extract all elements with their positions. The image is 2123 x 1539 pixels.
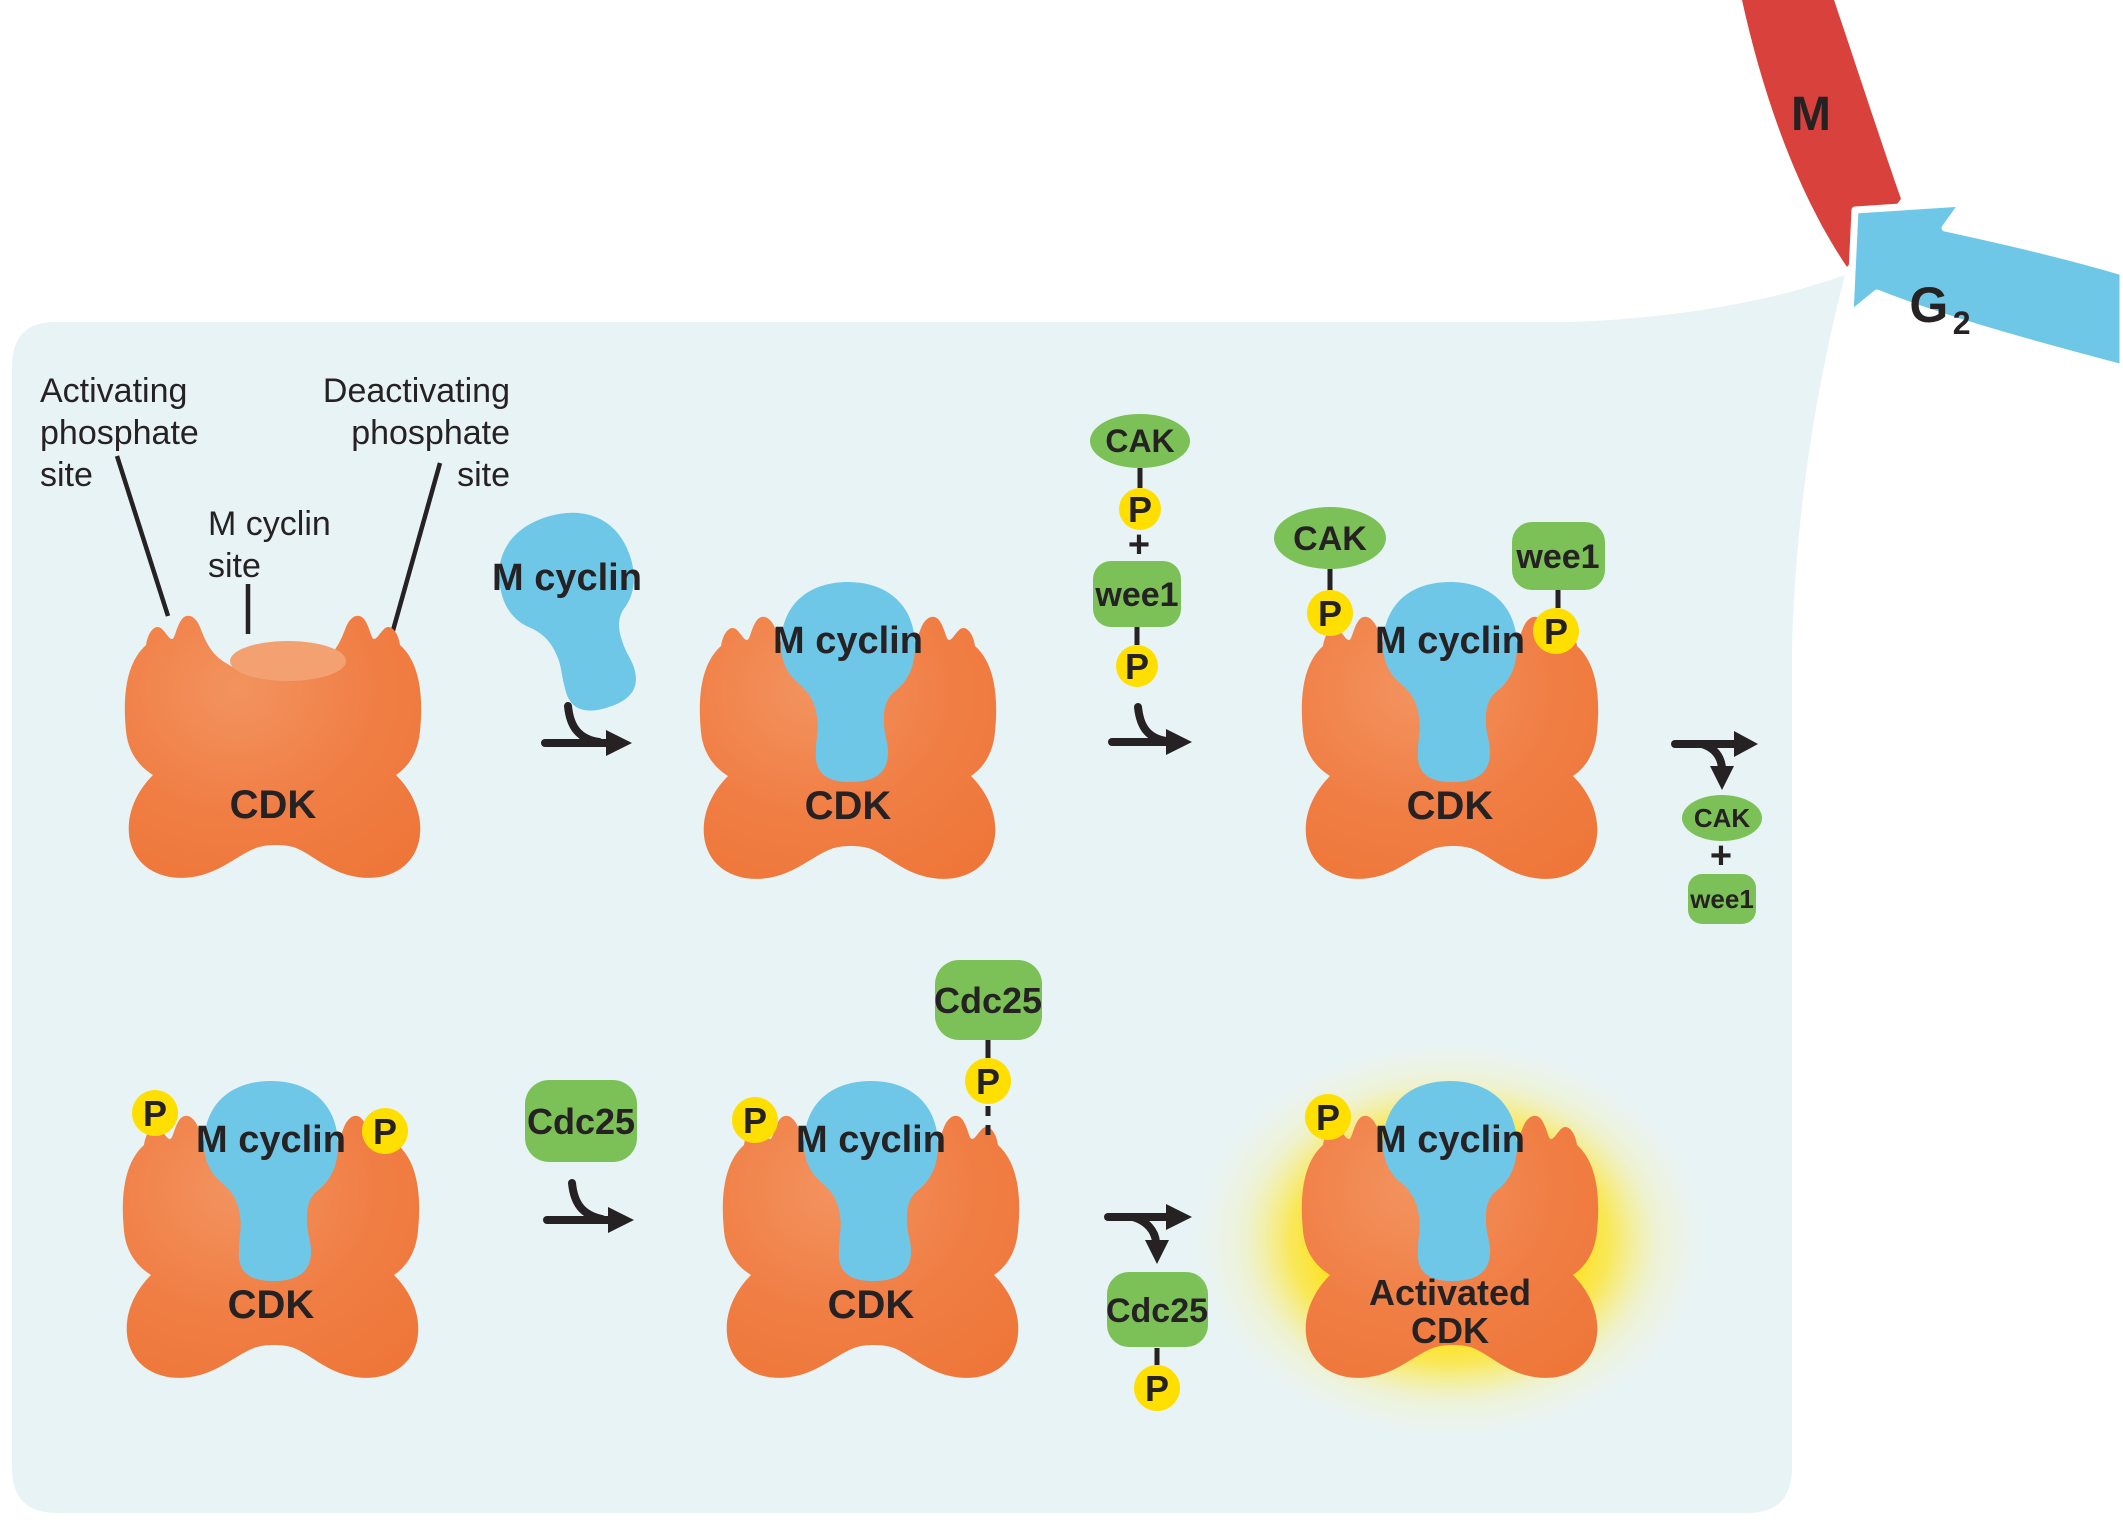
dephosphorylation-arrow — [543, 1179, 634, 1233]
phosphate-label: P — [1318, 593, 1342, 634]
cdc25-pill — [525, 1080, 637, 1162]
deactivating-leader-line — [389, 462, 443, 635]
released-cdc25-p: Cdc25 P — [1106, 1272, 1208, 1411]
phosphate-label: P — [1544, 611, 1568, 652]
cdc25-pill — [935, 960, 1042, 1040]
phosphate-badge — [1116, 645, 1158, 687]
phosphate-badge — [362, 1108, 408, 1154]
cak-pill — [1682, 795, 1762, 841]
cdc25-label: Cdc25 — [934, 980, 1042, 1021]
phosphorylation-arrow — [1108, 703, 1192, 755]
m-cyclin-label: M cyclin — [492, 557, 642, 599]
plus-sign: + — [1710, 835, 1732, 877]
phosphate-label: P — [976, 1061, 1000, 1102]
activated-cdk-label-line2: CDK — [1411, 1310, 1489, 1351]
cdk-label: CDK — [230, 783, 317, 827]
deactivating-site-annotation: Deactivating phosphate site — [323, 372, 510, 494]
m-cyclin-label: M cyclin — [196, 1119, 346, 1161]
g2-phase-arrow — [1846, 199, 2123, 372]
phosphate-label: P — [1316, 1097, 1340, 1138]
wee1-label: wee1 — [1515, 538, 1599, 576]
cak-pill — [1274, 507, 1386, 569]
phosphate-label: P — [1125, 646, 1149, 687]
g2-phase-label: G 2 — [1909, 277, 1970, 341]
svg-text:Deactivating: Deactivating — [323, 372, 510, 410]
phosphate-badge — [1119, 488, 1161, 530]
free-cdk: CDK — [124, 615, 422, 878]
binding-arrow-1 — [541, 702, 632, 756]
cdk-label: CDK — [1407, 784, 1494, 828]
svg-text:site: site — [457, 456, 510, 494]
wee1-pill — [1093, 561, 1181, 627]
phosphate-label: P — [1128, 489, 1152, 530]
cdc25-label: Cdc25 — [1106, 1292, 1208, 1330]
cak-wee1-reagents: CAK P + wee1 P — [1090, 414, 1190, 687]
phosphate-label: P — [143, 1093, 167, 1134]
m-cyclin-label: M cyclin — [1375, 620, 1525, 662]
cdc25-label: Cdc25 — [527, 1101, 635, 1142]
free-m-cyclin: M cyclin — [484, 497, 669, 727]
phosphate-label: P — [373, 1111, 397, 1152]
cak-label: CAK — [1105, 423, 1174, 459]
cak-label: CAK — [1694, 803, 1751, 833]
cdk-cyclin-cdc25-complex: P Cdc25 P M cyclin CDK — [723, 960, 1042, 1378]
cak-label: CAK — [1293, 520, 1367, 558]
wee1-label: wee1 — [1689, 884, 1754, 914]
m-phase-label: M — [1791, 88, 1831, 141]
svg-text:phosphate: phosphate — [40, 414, 199, 452]
released-cak-wee1: CAK + wee1 — [1682, 795, 1762, 924]
cdc25-pill — [1107, 1272, 1208, 1347]
phosphate-label: P — [743, 1100, 767, 1141]
phosphate-badge — [132, 1090, 178, 1136]
activating-site-annotation: Activating phosphate site — [40, 372, 199, 494]
m-cyclin-label: M cyclin — [796, 1119, 946, 1161]
activated-cdk-label-line1: Activated — [1369, 1272, 1531, 1313]
phosphate-label: P — [1145, 1368, 1169, 1409]
wee1-pill — [1512, 522, 1605, 590]
plus-sign: + — [1128, 524, 1150, 566]
wee1-pill — [1688, 874, 1756, 924]
phosphate-badge — [1134, 1365, 1180, 1411]
release-arrow-1 — [1671, 731, 1758, 790]
wee1-label: wee1 — [1094, 576, 1178, 614]
svg-text:M cyclin: M cyclin — [208, 505, 331, 543]
m-cyclin-label: M cyclin — [1375, 1119, 1525, 1161]
activating-leader-line — [114, 455, 171, 617]
svg-text:Activating: Activating — [40, 372, 187, 410]
phosphate-badge — [1305, 1094, 1351, 1140]
phosphate-badge — [732, 1097, 778, 1143]
m-cyclin-site-annotation: M cyclin site — [208, 505, 331, 585]
cdk-cyclin-cak-wee1-complex: CAK P wee1 P M cyclin CDK — [1274, 507, 1605, 879]
cdk-cyclin-complex: M cyclin CDK — [700, 582, 996, 879]
phosphate-badge — [1533, 608, 1579, 654]
m-cyclin-site-patch — [230, 641, 346, 681]
svg-text:site: site — [208, 547, 261, 585]
phosphate-badge — [965, 1058, 1011, 1104]
svg-text:site: site — [40, 456, 93, 494]
m-cyclin-label: M cyclin — [773, 620, 923, 662]
release-arrow-2 — [1104, 1204, 1192, 1264]
svg-text:phosphate: phosphate — [351, 414, 510, 452]
m-phase-arrow — [1742, 0, 1901, 267]
phosphate-badge — [1307, 590, 1353, 636]
cdk-label: CDK — [828, 1283, 915, 1327]
cdk-cyclin-2p-complex: P P M cyclin CDK — [123, 1081, 419, 1378]
activated-cdk-complex: P M cyclin Activated CDK — [1192, 1040, 1708, 1440]
cdk-label: CDK — [805, 784, 892, 828]
cdc25-reagent: Cdc25 — [525, 1080, 637, 1162]
cak-pill — [1090, 414, 1190, 468]
cdk-label: CDK — [228, 1283, 315, 1327]
